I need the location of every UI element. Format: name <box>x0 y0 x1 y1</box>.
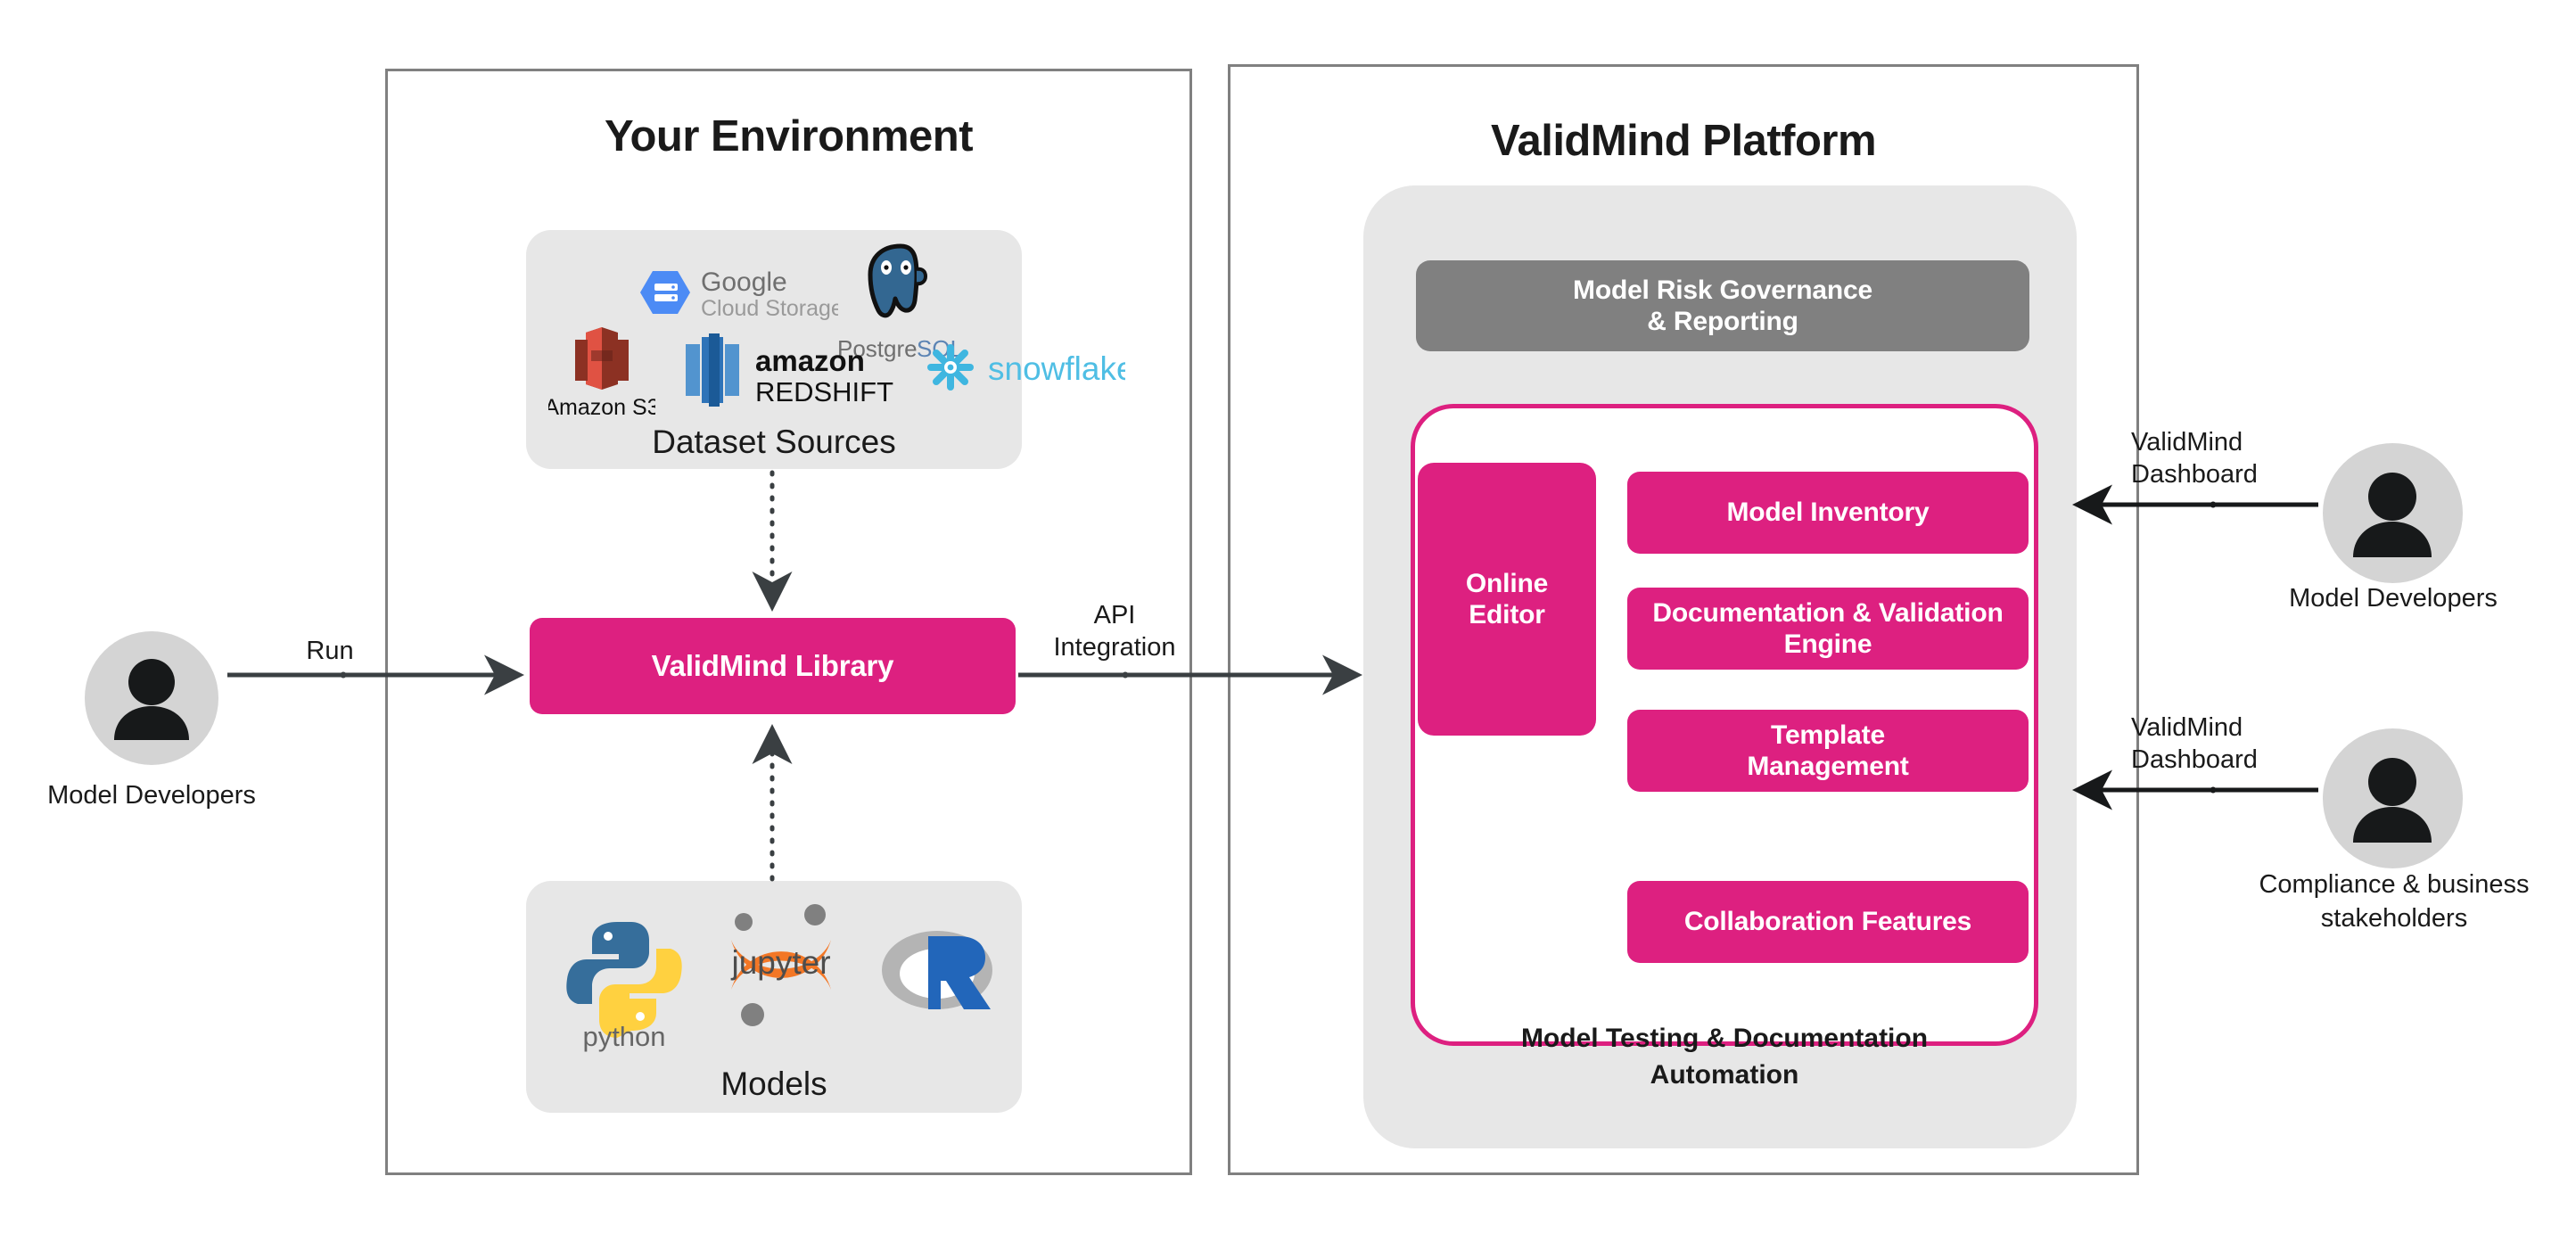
svg-text:snowflake: snowflake <box>988 350 1125 387</box>
online-editor-line-1: Online <box>1465 568 1549 598</box>
dashboard-bottom-line-2: Dashboard <box>2131 745 2258 775</box>
dataset-sources-label: Dataset Sources <box>652 424 896 460</box>
label-compliance-stakeholders: Compliance & business stakeholders <box>2234 868 2555 935</box>
svg-text:Amazon S3: Amazon S3 <box>548 395 655 420</box>
feature-0-line-1: Model Inventory <box>1726 498 1930 528</box>
feature-3-line-1: Collaboration Features <box>1683 907 1972 937</box>
automation-caption-line-2: Automation <box>1650 1059 1799 1090</box>
dashboard-edge-bottom-label: ValidMind Dashboard <box>2131 712 2345 777</box>
label-model-developers-left: Model Developers <box>47 781 256 810</box>
documentation-validation-engine-box[interactable]: Documentation & Validation Engine <box>1627 588 2029 670</box>
compliance-label-line-1: Compliance & business <box>2259 870 2530 899</box>
template-management-box[interactable]: Template Management <box>1627 710 2029 792</box>
collaboration-features-box[interactable]: Collaboration Features <box>1627 881 2029 963</box>
person-icon <box>114 659 189 740</box>
model-inventory-box[interactable]: Model Inventory <box>1627 472 2029 554</box>
governance-line-1: Model Risk Governance <box>1573 275 1872 305</box>
svg-text:amazon: amazon <box>755 344 865 377</box>
model-risk-governance-box[interactable]: Model Risk Governance & Reporting <box>1416 260 2029 351</box>
automation-caption: Model Testing & Documentation Automation <box>1411 1021 2038 1093</box>
panel-title-validmind-platform: ValidMind Platform <box>1490 117 1877 165</box>
postgresql-logo: Postgre SQL <box>834 243 967 367</box>
svg-text:REDSHIFT: REDSHIFT <box>755 376 893 407</box>
online-editor-line-2: Editor <box>1469 600 1545 629</box>
models-label: Models <box>720 1065 827 1102</box>
r-logo <box>878 918 1003 1025</box>
run-edge-label: Run <box>306 637 354 665</box>
dashboard-top-line-1: ValidMind <box>2131 428 2243 457</box>
dashboard-edge-top-label: ValidMind Dashboard <box>2131 426 2345 491</box>
google-cloud-storage-logo: Google Cloud Storage <box>624 257 844 328</box>
avatar-compliance-stakeholders <box>2323 728 2463 868</box>
jupyter-logo: jupyter <box>710 892 852 1034</box>
dashboard-top-line-2: Dashboard <box>2131 460 2258 489</box>
dashboard-bottom-line-1: ValidMind <box>2131 713 2243 742</box>
avatar-model-developers-left <box>85 631 218 765</box>
python-logo: python <box>562 909 687 1043</box>
feature-1-line-2: Engine <box>1783 629 1872 659</box>
avatar-model-developers-right <box>2323 443 2463 583</box>
feature-1-line-1: Documentation & Validation <box>1652 597 2004 628</box>
svg-text:Postgre: Postgre <box>837 335 918 362</box>
amazon-redshift-logo: amazon REDSHIFT <box>673 332 905 414</box>
validmind-library-box[interactable]: ValidMind Library <box>530 618 1016 714</box>
person-icon <box>2353 473 2432 557</box>
feature-2-line-2: Management <box>1747 752 1909 781</box>
panel-title-your-environment: Your Environment <box>604 112 974 160</box>
python-logo-caption: python <box>582 1021 666 1052</box>
svg-text:jupyter: jupyter <box>730 944 830 981</box>
amazon-s3-logo: Amazon S3 <box>544 325 660 424</box>
svg-text:Cloud Storage: Cloud Storage <box>701 296 838 321</box>
api-label-line-2: Integration <box>1053 633 1176 662</box>
api-label-line-1: API <box>1093 601 1136 629</box>
online-editor-box[interactable]: Online Editor <box>1418 463 1596 736</box>
person-icon <box>2353 758 2432 843</box>
automation-caption-line-1: Model Testing & Documentation <box>1520 1024 1929 1053</box>
governance-line-2: & Reporting <box>1647 307 1798 336</box>
api-integration-edge-label: API Integration <box>1021 599 1208 664</box>
compliance-label-line-2: stakeholders <box>2320 903 2468 933</box>
feature-2-line-1: Template <box>1771 720 1885 750</box>
svg-text:Google: Google <box>701 267 787 297</box>
label-model-developers-right: Model Developers <box>2289 584 2498 613</box>
snowflake-logo: snowflake <box>920 337 1135 401</box>
